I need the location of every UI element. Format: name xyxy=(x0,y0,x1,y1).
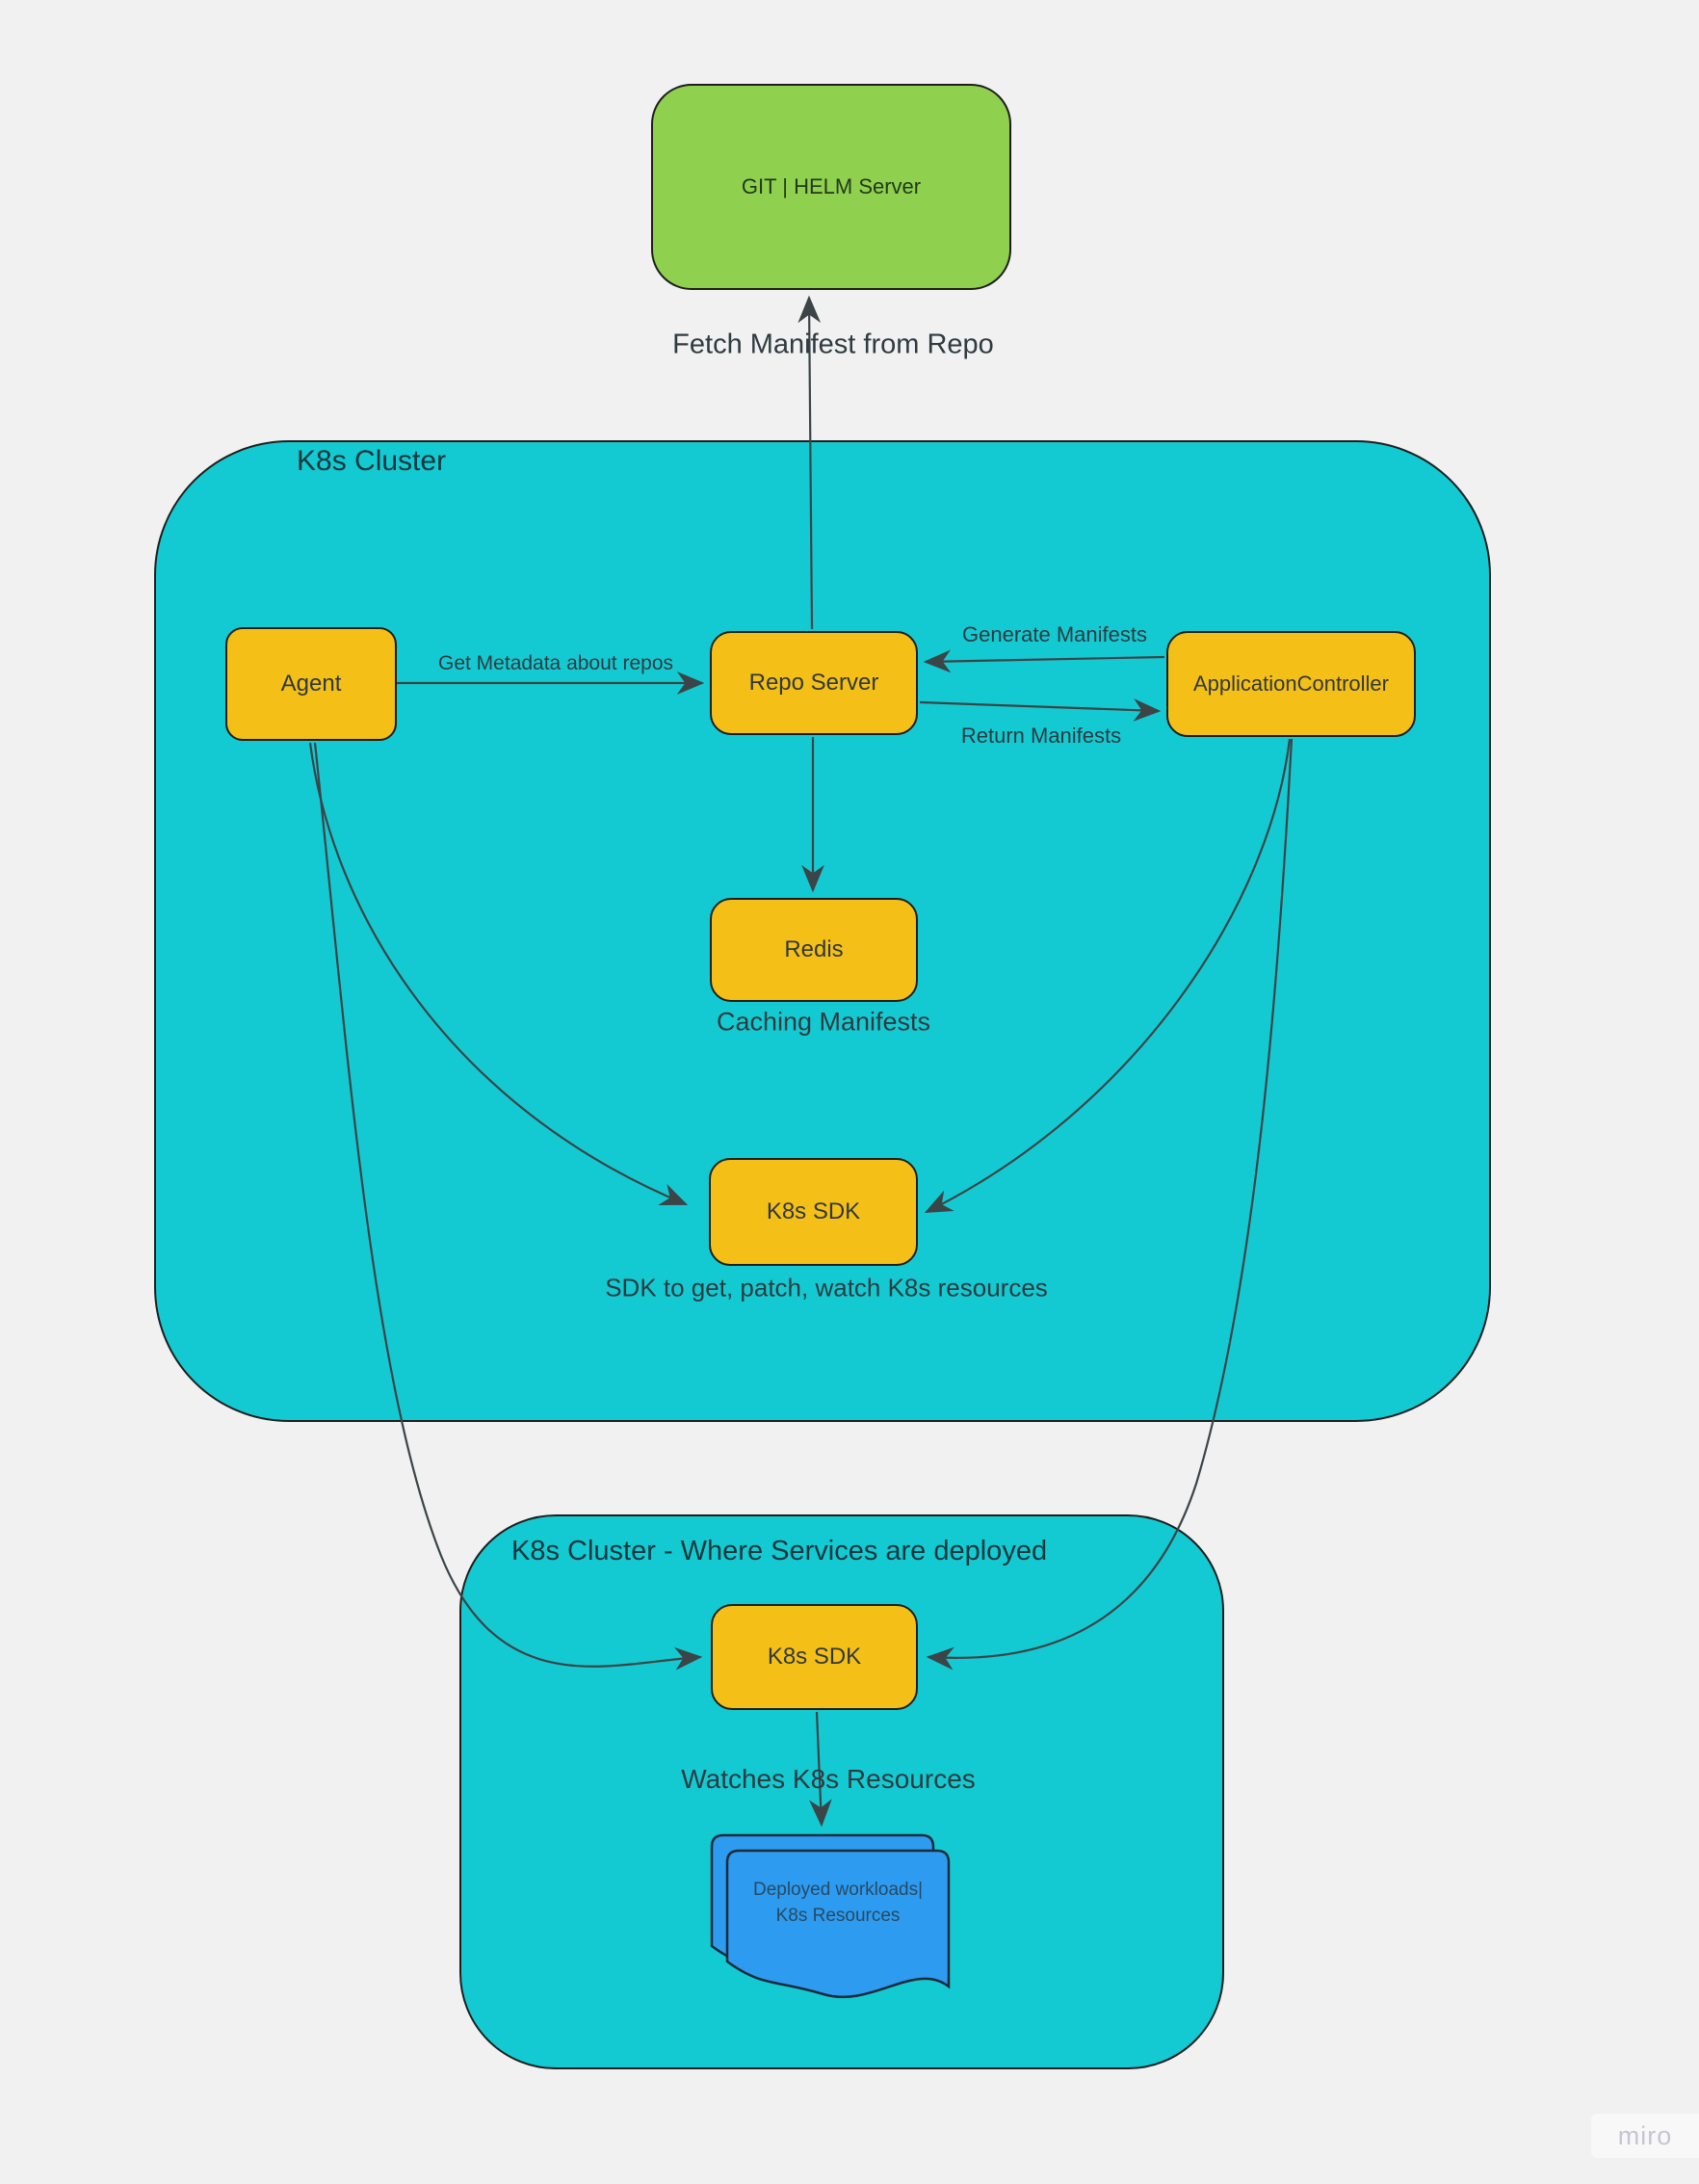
label-sdk-description[interactable]: SDK to get, patch, watch K8s resources xyxy=(605,1273,1048,1303)
label-generate-manifests[interactable]: Generate Manifests xyxy=(962,622,1147,646)
node-application-controller-label: ApplicationController xyxy=(1193,671,1389,696)
connector-application-controller-to-k8s-sdk-services[interactable] xyxy=(926,738,1294,1671)
cluster-k8s-services-label[interactable]: K8s Cluster - Where Services are deploye… xyxy=(511,1536,1048,1566)
node-redis-label: Redis xyxy=(784,936,844,962)
deployed-workloads-document[interactable] xyxy=(710,1833,951,1999)
node-k8s-sdk-main[interactable]: K8s SDK xyxy=(709,1158,918,1266)
node-git-helm-server[interactable]: GIT | HELM Server xyxy=(651,84,1011,290)
node-application-controller[interactable]: ApplicationController xyxy=(1166,631,1416,737)
node-k8s-sdk-services[interactable]: K8s SDK xyxy=(711,1604,918,1710)
node-repo-server[interactable]: Repo Server xyxy=(710,631,918,735)
label-return-manifests[interactable]: Return Manifests xyxy=(960,724,1122,748)
deployed-workloads-line1: Deployed workloads| xyxy=(752,1880,924,1900)
miro-watermark: miro xyxy=(1591,2114,1699,2158)
connector-agent-to-k8s-sdk-main[interactable] xyxy=(308,742,689,1206)
node-agent-label: Agent xyxy=(280,671,342,697)
connector-application-controller-to-k8s-sdk-main[interactable] xyxy=(924,738,1292,1214)
node-git-helm-server-label: GIT | HELM Server xyxy=(741,174,922,198)
node-k8s-sdk-services-label: K8s SDK xyxy=(767,1644,862,1670)
cluster-k8s-main-label[interactable]: K8s Cluster xyxy=(297,445,447,477)
node-agent[interactable]: Agent xyxy=(225,627,397,741)
label-get-metadata[interactable]: Get Metadata about repos xyxy=(438,652,673,674)
connector-repo-server-to-git-helm[interactable] xyxy=(797,295,822,630)
connector-repo-server-to-application-controller[interactable] xyxy=(919,698,1162,722)
label-fetch-manifest[interactable]: Fetch Manifest from Repo xyxy=(672,329,994,360)
node-k8s-sdk-main-label: K8s SDK xyxy=(766,1198,861,1224)
node-repo-server-label: Repo Server xyxy=(748,670,879,696)
label-watches-resources[interactable]: Watches K8s Resources xyxy=(681,1764,976,1794)
connector-agent-to-k8s-sdk-services[interactable] xyxy=(313,742,703,1671)
deployed-workloads-text: Deployed workloads| K8s Resources xyxy=(734,1877,942,1929)
label-caching-manifests[interactable]: Caching Manifests xyxy=(716,1007,931,1037)
connector-application-controller-to-repo-server[interactable] xyxy=(923,649,1165,673)
node-redis[interactable]: Redis xyxy=(710,898,918,1002)
connector-k8s-sdk-services-to-workloads[interactable] xyxy=(808,1711,832,1828)
document-front-page[interactable] xyxy=(725,1849,951,1999)
deployed-workloads-line2: K8s Resources xyxy=(775,1906,901,1926)
miro-watermark-text: miro xyxy=(1617,2120,1673,2150)
